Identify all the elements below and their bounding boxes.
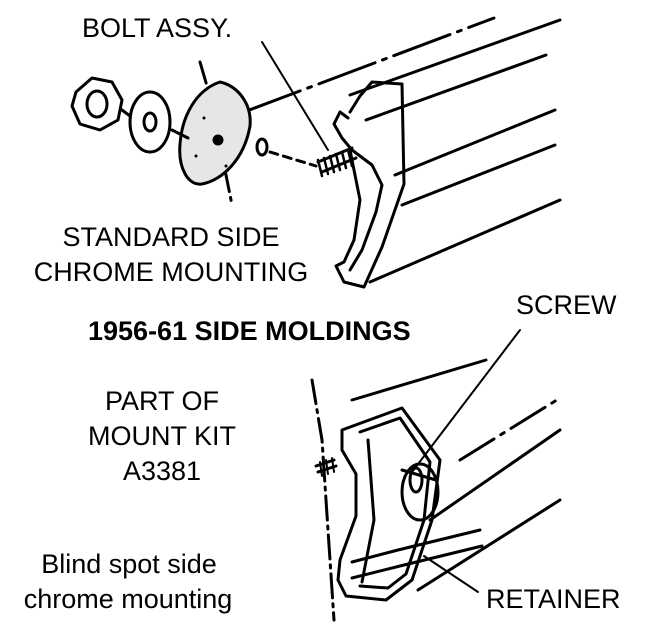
- screw-label: SCREW: [516, 290, 617, 320]
- nut-icon: [70, 76, 132, 132]
- part-of-label-line3: A3381: [122, 456, 202, 486]
- bolt-assy-label: BOLT ASSY.: [82, 13, 233, 43]
- panel-hole: [255, 137, 269, 157]
- lower-molding-assembly: [310, 329, 562, 622]
- part-of-label-line2: MOUNT KIT: [88, 421, 236, 451]
- bolt-icon: [316, 146, 358, 178]
- upper-molding-profile: [332, 80, 406, 289]
- screw-leader-line: [411, 329, 521, 473]
- lower-panel-edge: [310, 378, 336, 622]
- retainer-frame: [336, 406, 442, 602]
- washer-icon: [128, 90, 190, 154]
- screw-icon: [400, 462, 440, 522]
- retainer-label: RETAINER: [486, 584, 621, 614]
- diagram-title: 1956-61 SIDE MOLDINGS: [88, 316, 411, 346]
- bolt-leader-line: [261, 41, 329, 151]
- blind-spot-label-line1: Blind spot side: [41, 549, 217, 579]
- retainer-leader-line: [423, 555, 479, 593]
- mounting-plate-icon: [178, 80, 252, 186]
- part-of-label-line1: PART OF: [104, 386, 220, 416]
- standard-side-label-line1: STANDARD SIDE: [62, 222, 280, 252]
- standard-side-label-line2: CHROME MOUNTING: [33, 257, 309, 287]
- upper-molding-top-line: [242, 16, 496, 114]
- blind-spot-label-line2: chrome mounting: [23, 584, 233, 614]
- upper-molding-assembly: [70, 16, 562, 289]
